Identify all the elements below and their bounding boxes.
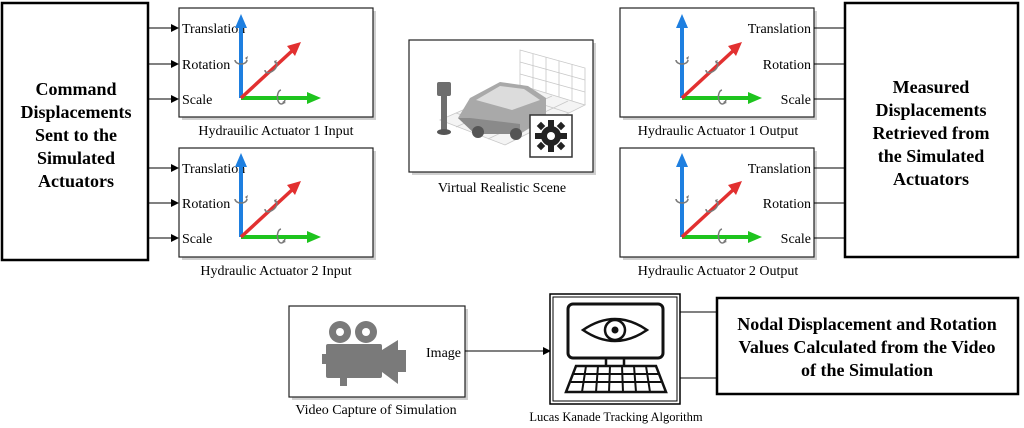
image-port: Image: [426, 346, 461, 361]
port-rotation: Rotation: [763, 58, 811, 73]
command-line-2: Displacements: [21, 102, 132, 122]
command-displacements-box: Command Displacements Sent to the Simula…: [0, 1, 150, 262]
port-rotation: Rotation: [763, 197, 811, 212]
video-capture-caption: Video Capture of Simulation: [295, 403, 456, 418]
output-wires: [814, 27, 845, 239]
command-line-4: Simulated: [37, 148, 115, 168]
port-rotation: Rotation: [182, 197, 230, 212]
tracker-output-wires: [680, 311, 717, 379]
measured-line-3: Retrieved from: [872, 123, 989, 143]
hydraulic-actuator-1-input-block[interactable]: Translation Rotation Scale: [178, 7, 376, 120]
measured-line-4: the Simulated: [878, 146, 985, 166]
hydraulic-actuator-1-output-block[interactable]: Translation Rotation Scale: [619, 7, 817, 120]
actuator-2-output-caption: Hydraulic Actuator 2 Output: [638, 264, 799, 279]
actuator-1-input-caption: Hydrauilic Actuator 1 Input: [198, 124, 353, 139]
port-scale: Scale: [182, 232, 212, 247]
port-translation: Translation: [182, 162, 245, 177]
lucas-kanade-tracker-block[interactable]: [549, 293, 681, 405]
command-line-3: Sent to the: [35, 125, 117, 145]
actuator-1-output-caption: Hydraulic Actuator 1 Output: [638, 124, 799, 139]
actuator-2-input-caption: Hydraulic Actuator 2 Input: [200, 264, 351, 279]
video-capture-block[interactable]: Image: [288, 305, 468, 400]
port-translation: Translation: [182, 22, 245, 37]
port-rotation: Rotation: [182, 58, 230, 73]
nodal-line-1: Nodal Displacement and Rotation: [737, 314, 997, 334]
keyboard-icon: [564, 364, 668, 394]
nodal-displacement-box: Nodal Displacement and Rotation Values C…: [715, 296, 1020, 396]
nodal-line-2: Values Calculated from the Video: [738, 337, 995, 357]
monitor-eye-icon: [566, 302, 665, 366]
measured-line-2: Displacements: [876, 100, 987, 120]
gear-icon: [529, 114, 573, 158]
command-line-5: Actuators: [38, 171, 114, 191]
port-scale: Scale: [182, 93, 212, 108]
command-line-1: Command: [35, 79, 116, 99]
hydraulic-actuator-2-output-block[interactable]: Translation Rotation Scale: [619, 147, 817, 260]
measured-line-1: Measured: [893, 77, 970, 97]
video-camera-icon: [322, 321, 406, 386]
measured-line-5: Actuators: [893, 169, 969, 189]
port-translation: Translation: [748, 22, 811, 37]
port-scale: Scale: [781, 93, 811, 108]
input-wires: [148, 24, 179, 242]
car-icon: [458, 82, 546, 140]
nodal-line-3: of the Simulation: [801, 360, 933, 380]
tracker-caption: Lucas Kanade Tracking Algorithm: [529, 410, 703, 424]
virtual-realistic-scene-block[interactable]: [408, 39, 596, 175]
streetlight-icon: [437, 82, 451, 135]
measured-displacements-box: Measured Displacements Retrieved from th…: [843, 1, 1020, 259]
port-translation: Translation: [748, 162, 811, 177]
hydraulic-actuator-2-input-block[interactable]: Translation Rotation Scale: [178, 147, 376, 260]
port-scale: Scale: [781, 232, 811, 247]
scene-caption: Virtual Realistic Scene: [438, 181, 566, 196]
